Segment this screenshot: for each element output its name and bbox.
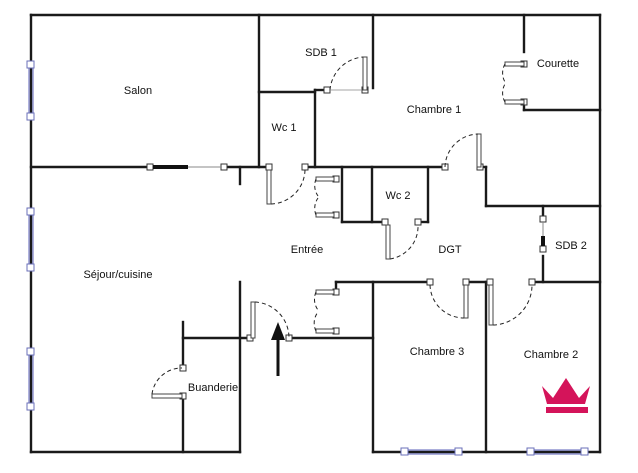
door-sdb1	[323, 56, 369, 94]
window-sejour-1	[26, 207, 35, 272]
doors	[146, 56, 547, 400]
door-chambre1	[441, 133, 484, 171]
door-salon-sliding	[146, 163, 228, 171]
interior-walls	[29, 13, 602, 454]
door-wc2	[381, 218, 422, 260]
door-placard-upper	[314, 175, 340, 219]
windows	[26, 60, 589, 456]
arrow-up-icon	[271, 322, 285, 376]
window-salon	[26, 60, 35, 121]
exterior-walls	[29, 13, 602, 454]
door-entrance	[246, 301, 293, 342]
window-chambre3	[400, 447, 463, 456]
door-buanderie	[151, 364, 187, 400]
door-courette	[502, 60, 528, 106]
window-chambre2	[526, 447, 589, 456]
door-wc1	[265, 163, 309, 205]
door-chambre3	[426, 278, 470, 319]
door-placard-lower	[313, 288, 340, 335]
crown-icon	[542, 378, 590, 413]
door-sdb2	[539, 215, 547, 253]
door-chambre2	[486, 278, 536, 326]
window-sejour-2	[26, 347, 35, 411]
